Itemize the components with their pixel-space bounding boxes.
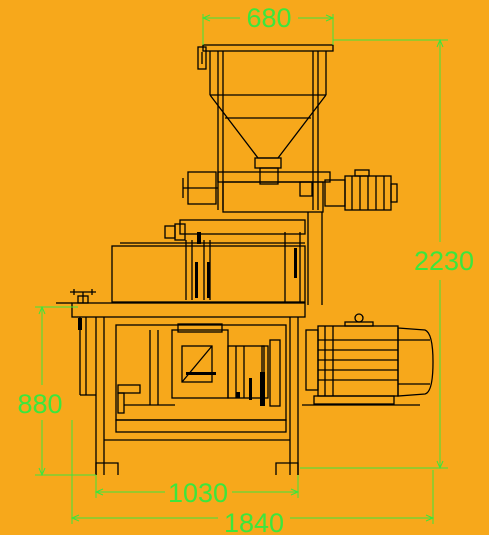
main-motor [302, 313, 434, 406]
dimension-overall-width: 1840 [224, 508, 284, 535]
hopper [197, 44, 334, 210]
handwheel [70, 289, 96, 304]
dark-accents [78, 232, 297, 406]
dimension-top-width: 680 [246, 3, 291, 33]
conditioner-body [111, 212, 323, 305]
dimension-lines [35, 14, 448, 524]
dimension-overall-height: 2230 [414, 246, 474, 276]
feeder-assembly [182, 167, 398, 213]
die-assembly [149, 323, 281, 407]
dimension-frame-width: 1030 [168, 478, 228, 508]
dimension-base-height: 880 [17, 389, 62, 419]
main-frame [56, 302, 306, 475]
